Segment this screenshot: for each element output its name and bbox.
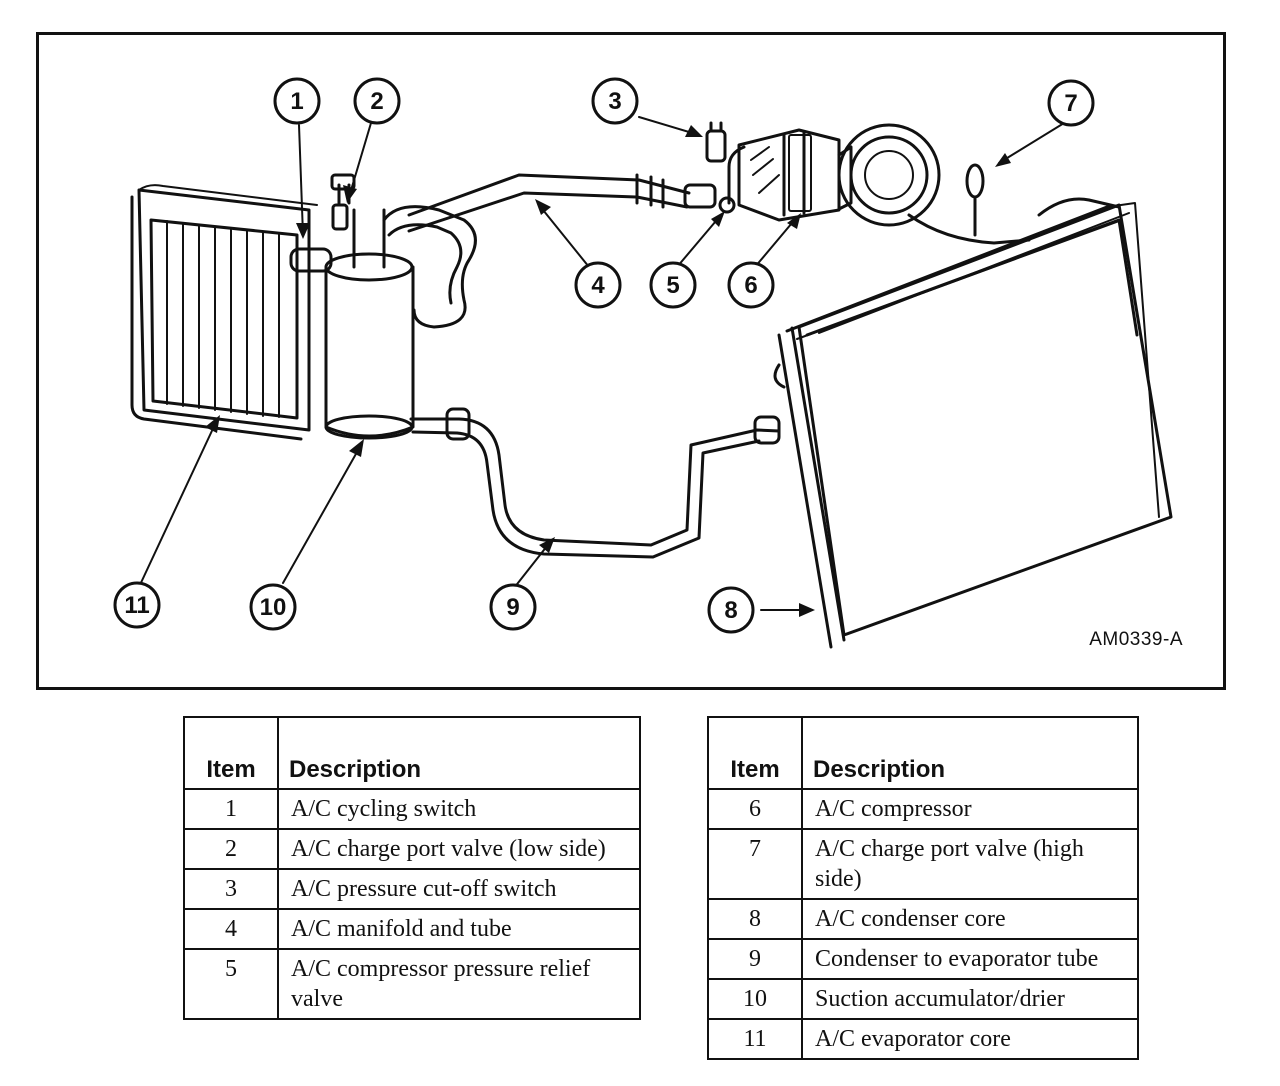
compressor-fittings	[705, 121, 736, 214]
figure-id: AM0339-A	[1089, 629, 1183, 650]
table-row: 3 A/C pressure cut-off switch	[183, 868, 641, 910]
liquid-line	[409, 407, 781, 559]
item-description: A/C evaporator core	[801, 1018, 1139, 1060]
table-row: 11 A/C evaporator core	[707, 1018, 1139, 1060]
table-row: 6 A/C compressor	[707, 788, 1139, 830]
callout-circle	[574, 261, 622, 309]
callout-6: 6	[727, 261, 775, 309]
table-row: 9 Condenser to evaporator tube	[707, 938, 1139, 980]
item-description: Condenser to evaporator tube	[801, 938, 1139, 980]
item-number: 6	[707, 788, 803, 830]
table-row: 10 Suction accumulator/drier	[707, 978, 1139, 1020]
header-description: Description	[277, 716, 641, 790]
callout-circle	[707, 586, 755, 634]
item-number: 9	[707, 938, 803, 980]
callout-3: 3	[591, 77, 639, 125]
callout-8: 8	[707, 586, 755, 634]
diagram-drawing: 1 2 3 4 5 6 7 8 9 10 11	[113, 77, 1173, 649]
callout-circle	[273, 77, 321, 125]
item-number: 10	[707, 978, 803, 1020]
condenser-core	[773, 197, 1173, 649]
callout-number: 7	[1064, 90, 1077, 117]
item-description: A/C compressor pressure relief valve	[277, 948, 641, 1020]
callout-11: 11	[113, 581, 161, 629]
item-number: 8	[707, 898, 803, 940]
callout-number: 9	[506, 594, 519, 621]
item-number: 3	[183, 868, 279, 910]
callout-number: 1	[290, 88, 303, 115]
callout-1: 1	[273, 77, 321, 125]
callout-10: 10	[249, 583, 297, 631]
table-row: 8 A/C condenser core	[707, 898, 1139, 940]
item-description: A/C cycling switch	[277, 788, 641, 830]
legend-header-row: Item Description	[183, 716, 641, 790]
callout-circle	[1047, 79, 1095, 127]
evaporator-core	[130, 184, 318, 441]
item-description: A/C charge port valve (high side)	[801, 828, 1139, 900]
callout-circle	[113, 581, 161, 629]
header-description: Description	[801, 716, 1139, 790]
callout-arrowheads	[205, 125, 1011, 617]
callout-circle	[727, 261, 775, 309]
item-number: 7	[707, 828, 803, 900]
callout-7: 7	[1047, 79, 1095, 127]
callout-circle	[591, 77, 639, 125]
item-description: Suction accumulator/drier	[801, 978, 1139, 1020]
callout-number: 8	[724, 597, 737, 624]
callout-circle	[353, 77, 401, 125]
callout-number: 10	[260, 594, 287, 621]
compressor	[727, 123, 941, 227]
header-item: Item	[707, 716, 803, 790]
ac-system-diagram: 1 2 3 4 5 6 7 8 9 10 11 AM0339-A	[36, 32, 1226, 690]
legend-header-row: Item Description	[707, 716, 1139, 790]
callout-5: 5	[649, 261, 697, 309]
table-row: 2 A/C charge port valve (low side)	[183, 828, 641, 870]
callout-circle	[489, 583, 537, 631]
item-number: 5	[183, 948, 279, 1020]
item-description: A/C manifold and tube	[277, 908, 641, 950]
high-side-line	[907, 163, 1031, 245]
table-row: 1 A/C cycling switch	[183, 788, 641, 830]
callout-circle	[649, 261, 697, 309]
legend-table-right: Item Description 6 A/C compressor 7 A/C …	[707, 716, 1139, 1060]
callout-circles: 1 2 3 4 5 6 7 8 9 10 11	[113, 77, 1095, 634]
callout-9: 9	[489, 583, 537, 631]
callout-number: 11	[124, 592, 149, 619]
table-row: 4 A/C manifold and tube	[183, 908, 641, 950]
item-number: 11	[707, 1018, 803, 1060]
callout-number: 2	[370, 88, 383, 115]
legend-table-left: Item Description 1 A/C cycling switch 2 …	[183, 716, 641, 1020]
callout-circle	[249, 583, 297, 631]
table-row: 5 A/C compressor pressure relief valve	[183, 948, 641, 1020]
item-description: A/C pressure cut-off switch	[277, 868, 641, 910]
callout-2: 2	[353, 77, 401, 125]
header-item: Item	[183, 716, 279, 790]
callout-number: 4	[591, 272, 605, 299]
callout-number: 3	[608, 88, 621, 115]
item-description: A/C charge port valve (low side)	[277, 828, 641, 870]
callout-number: 5	[666, 272, 679, 299]
callout-number: 6	[744, 272, 757, 299]
item-description: A/C condenser core	[801, 898, 1139, 940]
suction-hose	[382, 173, 717, 329]
table-row: 7 A/C charge port valve (high side)	[707, 828, 1139, 900]
item-number: 2	[183, 828, 279, 870]
item-number: 4	[183, 908, 279, 950]
callout-4: 4	[574, 261, 622, 309]
item-description: A/C compressor	[801, 788, 1139, 830]
item-number: 1	[183, 788, 279, 830]
